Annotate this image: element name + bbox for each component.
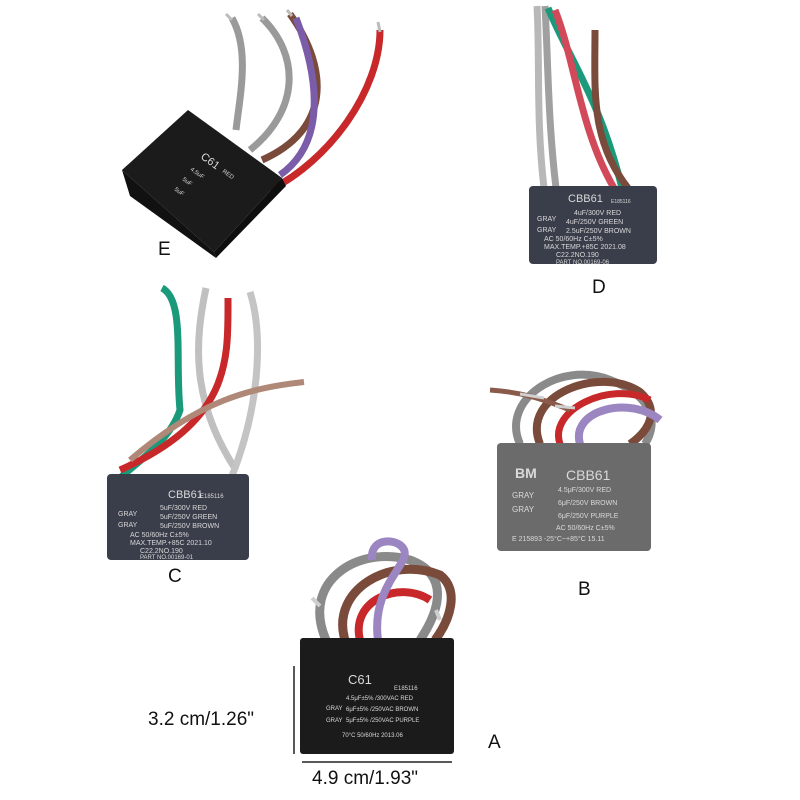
wire-gray [247,15,293,153]
wire-tips [224,9,382,33]
gray-label: GRAY [118,511,138,518]
capacitor-cert: E185116 [394,686,418,692]
wire-red [555,390,652,446]
wire-brown [591,29,631,191]
capacitor-line: 4uF/250V GREEN [566,219,623,226]
capacitor-model: C61 [348,672,372,687]
capacitor-line: AC 50/60Hz C±5% [556,525,615,532]
capacitor-c: CBB61 E185116 5uF/300V RED 5uF/250V GREE… [107,284,305,561]
capacitor-cert: E185116 [611,199,631,205]
label-d: D [592,277,606,298]
wire-purple [367,537,409,641]
wire-tips [310,596,442,621]
label-a: A [488,732,501,753]
capacitor-model: CBB61 [566,467,611,483]
gray-label: GRAY [537,216,557,223]
label-b: B [578,579,591,600]
wire-gray [195,287,239,472]
capacitor-line: 5uF [181,177,193,188]
capacitor-line: 6μF±5% /250VAC BROWN [346,707,418,713]
width-dimension: 4.9 cm/1.93" [312,768,418,789]
height-dimension: 3.2 cm/1.26" [148,709,254,730]
capacitor-b: BM CBB61 4.5μF/300V RED 6μF/250V BROWN 6… [489,370,663,551]
capacitor-line: E 215893 -25°C~+85°C 15.11 [512,535,605,543]
capacitor-body [122,110,282,252]
capacitor-model: CBB61 [168,489,203,501]
capacitor-cert: E185116 [200,494,224,500]
capacitor-line: 2.5uF/250V BROWN [566,228,631,235]
capacitor-line: 4.5μF/300V RED [558,487,611,494]
capacitor-line: AC 50/60Hz C±5% [130,532,189,539]
gray-label: GRAY [326,718,343,724]
capacitor-body [300,638,454,754]
wire-tips [519,392,576,410]
wire-gray [228,16,246,131]
dimension-markers [293,666,452,763]
capacitor-a: C61 E185116 4.5μF±5% /300VAC RED 6μF±5% … [300,537,456,754]
label-c: C [168,566,182,587]
wire-purple [574,403,663,446]
capacitor-line: AC 50/60Hz C±5% [544,236,603,243]
wire-gray [533,5,548,189]
capacitor-d: CBB61 E185116 4uF/300V RED 4uF/250V GREE… [529,5,657,266]
capacitor-line: 5uF [173,187,185,198]
wire-brown [338,564,456,643]
wire-green [544,6,626,189]
capacitor-body [107,474,249,560]
capacitor-line: 5uF/300V RED [160,505,207,512]
capacitor-line: 4.5μF±5% /300VAC RED [346,696,414,702]
gray-label: GRAY [326,706,343,712]
capacitor-line: C22.2NO.190 [140,548,183,555]
capacitor-line: 70°C 50/60Hz 2013.06 [342,733,403,739]
capacitor-line: 6μF/250V PURPLE [558,513,619,520]
wire-gray [541,5,560,189]
capacitor-body [497,443,651,551]
capacitor-line: 5μF±5% /250VAC PURPLE [346,718,419,724]
gray-label: GRAY [118,522,138,529]
wire-brown [128,379,305,463]
wire-red [551,8,618,190]
brand-logo: BM [515,465,537,481]
wire-gray [228,290,261,478]
wire-red [268,29,384,194]
capacitor-line: C22.2NO.190 [556,252,599,259]
wire-purple [277,16,318,178]
capacitor-line: MAX.TEMP.+85C 2021.08 [544,244,626,251]
capacitor-line: PART NO.00169-06 [556,260,610,266]
capacitor-line: 4uF/300V RED [574,210,621,217]
gray-label: GRAY [537,227,557,234]
capacitor-line: MAX.TEMP.+85C 2021.10 [130,540,212,547]
capacitor-line: 6μF/250V BROWN [558,500,617,507]
capacitor-line: PART NO.00169-01 [140,555,194,561]
capacitor-e: C61 4.5uF RED 5uF 5uF [122,9,384,258]
wire-red [118,297,232,474]
wire-brown [533,377,655,448]
wire-green [117,284,184,481]
label-e: E [158,239,171,260]
capacitor-line: 5uF/250V BROWN [160,523,219,530]
capacitor-model: CBB61 [568,193,603,205]
gray-label: GRAY [512,491,535,500]
capacitor-line: 5uF/250V GREEN [160,514,217,521]
capacitor-body [529,186,657,264]
gray-label: GRAY [512,505,535,514]
